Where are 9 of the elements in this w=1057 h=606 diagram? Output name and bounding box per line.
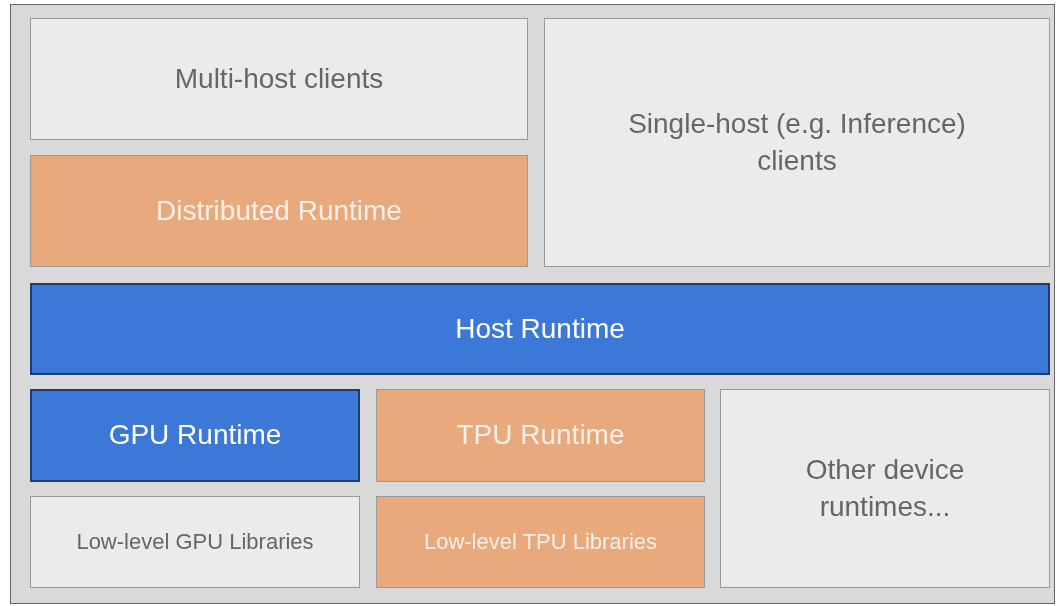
layer-block: Host Runtime (30, 283, 1050, 375)
layer-block: Low-level TPU Libraries (376, 496, 705, 588)
layer-block: Distributed Runtime (30, 155, 528, 267)
layer-block: Multi-host clients (30, 18, 528, 140)
layer-block: Single-host (e.g. Inference) clients (544, 18, 1050, 267)
layer-block: Other device runtimes... (720, 389, 1050, 588)
layer-block: Low-level GPU Libraries (30, 496, 360, 588)
layer-block: GPU Runtime (30, 389, 360, 482)
layer-block: TPU Runtime (376, 389, 705, 482)
